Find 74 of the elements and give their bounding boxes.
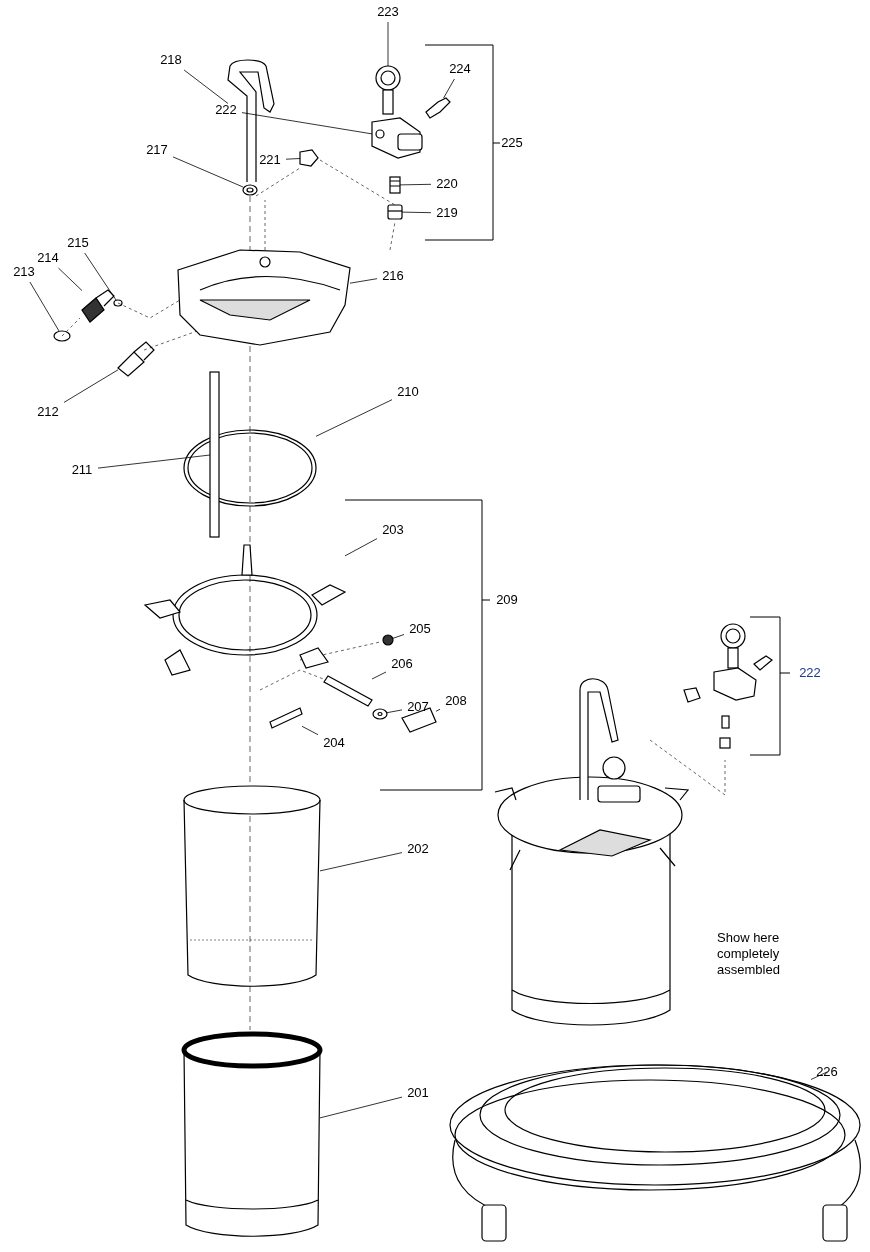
leader-line <box>63 369 119 403</box>
callout-number: 222 <box>798 665 822 681</box>
nut-drawing <box>382 634 394 646</box>
callout-number: 208 <box>442 693 470 709</box>
callout-number: 211 <box>68 462 96 478</box>
callout-number: 220 <box>433 176 461 192</box>
leader-line <box>371 671 387 680</box>
callout-number: 223 <box>374 4 402 20</box>
fitting-drawing <box>81 289 115 323</box>
leader-line <box>387 21 389 67</box>
callout-number: 213 <box>10 264 38 280</box>
leader-line <box>315 399 393 437</box>
callout-number: 201 <box>404 1085 432 1101</box>
valve-drawing <box>387 204 403 220</box>
leader-line <box>435 708 441 712</box>
leader-line <box>97 454 211 469</box>
liner-drawing <box>183 785 321 987</box>
leader-line <box>344 538 378 557</box>
leader-line <box>58 267 83 291</box>
callout-number: 214 <box>34 250 62 266</box>
hose-drawing <box>449 1064 861 1242</box>
callout-number: 204 <box>320 735 348 751</box>
callout-number: 209 <box>495 592 519 608</box>
callout-number: 225 <box>500 135 524 151</box>
callout-number: 226 <box>813 1064 841 1080</box>
leader-line <box>241 112 373 135</box>
leader-line <box>319 852 403 872</box>
eye-bolt-drawing <box>323 675 373 707</box>
leader-line <box>183 69 229 104</box>
callout-number: 202 <box>404 841 432 857</box>
fitting-drawing <box>117 341 155 377</box>
callout-number: 218 <box>157 52 185 68</box>
fitting-drawing <box>425 97 451 119</box>
regulator-drawing <box>371 117 423 159</box>
callout-number: 205 <box>406 621 434 637</box>
gauge-drawing <box>375 65 401 115</box>
screw-drawing <box>269 707 303 729</box>
callout-number: 216 <box>379 268 407 284</box>
callout-number: 203 <box>379 522 407 538</box>
leader-line <box>172 156 244 188</box>
callout-number: 207 <box>404 699 432 715</box>
nipple-drawing <box>389 176 401 194</box>
leader-line <box>285 158 301 160</box>
leader-line <box>29 281 60 332</box>
pot-drawing <box>181 1031 323 1237</box>
leader-line <box>443 78 455 99</box>
oring-drawing <box>53 330 71 342</box>
callout-number: 206 <box>388 656 416 672</box>
callout-number: 217 <box>143 142 171 158</box>
leader-line <box>349 278 378 284</box>
callout-number: 210 <box>394 384 422 400</box>
lid-drawing <box>177 249 351 346</box>
note-text: Show here completely assembled <box>717 930 781 978</box>
leader-line <box>392 634 405 639</box>
callout-number: 222 <box>212 102 240 118</box>
leader-line <box>386 709 403 714</box>
gasket-drawing <box>183 429 317 507</box>
nut-drawing <box>242 184 258 196</box>
leader-line <box>399 183 432 186</box>
oring-drawing <box>113 299 123 307</box>
callout-number: 221 <box>256 152 284 168</box>
callout-number: 212 <box>34 404 62 420</box>
leader-line <box>84 252 117 301</box>
callout-number: 219 <box>433 205 461 221</box>
plug-drawing <box>299 149 319 167</box>
callout-number: 224 <box>446 61 474 77</box>
leader-line <box>401 211 432 214</box>
leader-line <box>301 725 319 736</box>
clamp-ring-drawing <box>143 544 347 676</box>
leader-line <box>319 1096 403 1119</box>
washer-drawing <box>372 708 388 720</box>
rod-drawing <box>209 371 220 538</box>
callout-number: 215 <box>64 235 92 251</box>
leader-line <box>810 1071 828 1080</box>
